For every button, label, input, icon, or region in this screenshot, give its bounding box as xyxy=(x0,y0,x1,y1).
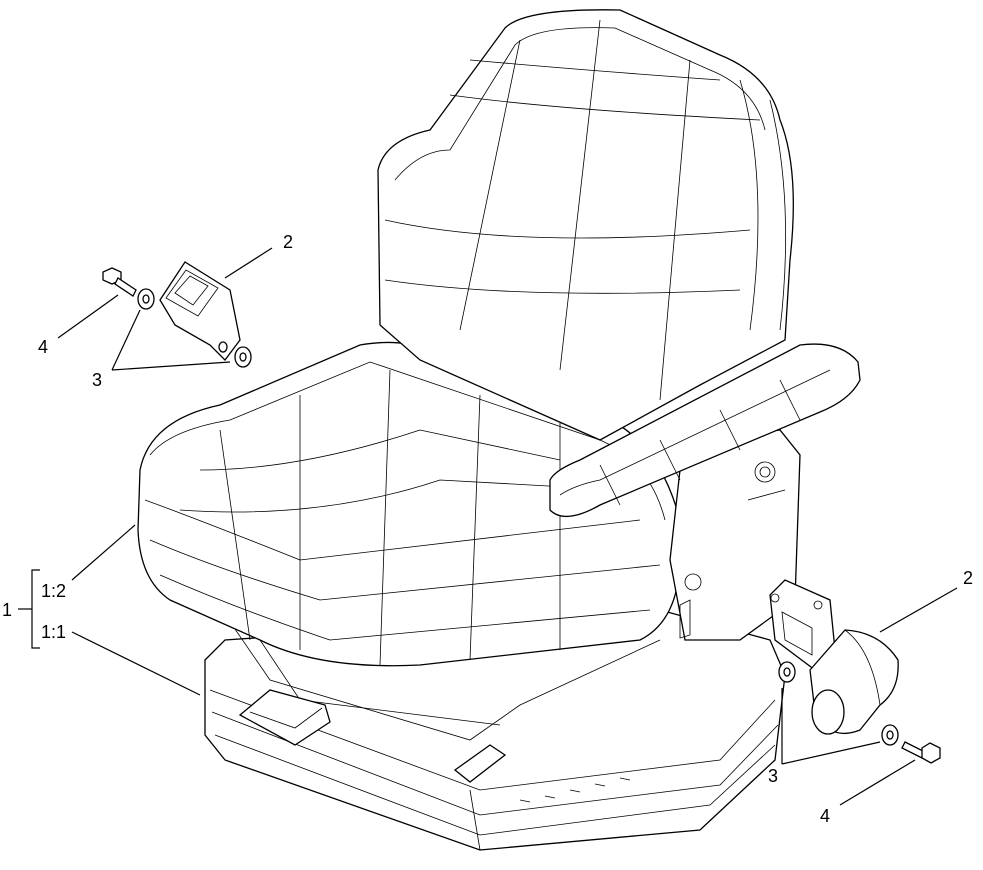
left-belt-hardware xyxy=(102,261,252,368)
armrest xyxy=(549,343,861,641)
seat-back xyxy=(377,9,794,441)
right-washer-upper xyxy=(778,661,796,683)
left-washer-lower xyxy=(234,346,252,368)
callout-sub-1-2: 1:2 xyxy=(41,581,66,601)
right-belt-hardware xyxy=(769,579,941,764)
right-bolt xyxy=(901,741,941,764)
callout-sub-1-1: 1:1 xyxy=(41,622,66,642)
callout-left-washers: 3 xyxy=(92,370,102,390)
right-washer-lower xyxy=(881,724,899,746)
right-buckle xyxy=(809,629,899,735)
left-bolt xyxy=(102,267,137,297)
callout-left-buckle: 2 xyxy=(283,232,293,252)
callout-labels: 2 3 4 1 1:2 1:1 2 3 4 xyxy=(2,232,973,826)
callout-right-buckle: 2 xyxy=(963,568,973,588)
callout-left-bolt: 4 xyxy=(38,337,48,357)
seat-base-suspension xyxy=(204,599,786,851)
callout-right-washers: 3 xyxy=(768,766,778,786)
right-bracket xyxy=(769,579,836,671)
left-buckle xyxy=(159,261,241,361)
seat-cushion xyxy=(137,341,681,667)
callout-assembly: 1 xyxy=(2,600,12,620)
callout-right-bolt: 4 xyxy=(820,806,830,826)
left-washer-upper xyxy=(137,288,155,310)
leader-lines xyxy=(18,247,958,806)
